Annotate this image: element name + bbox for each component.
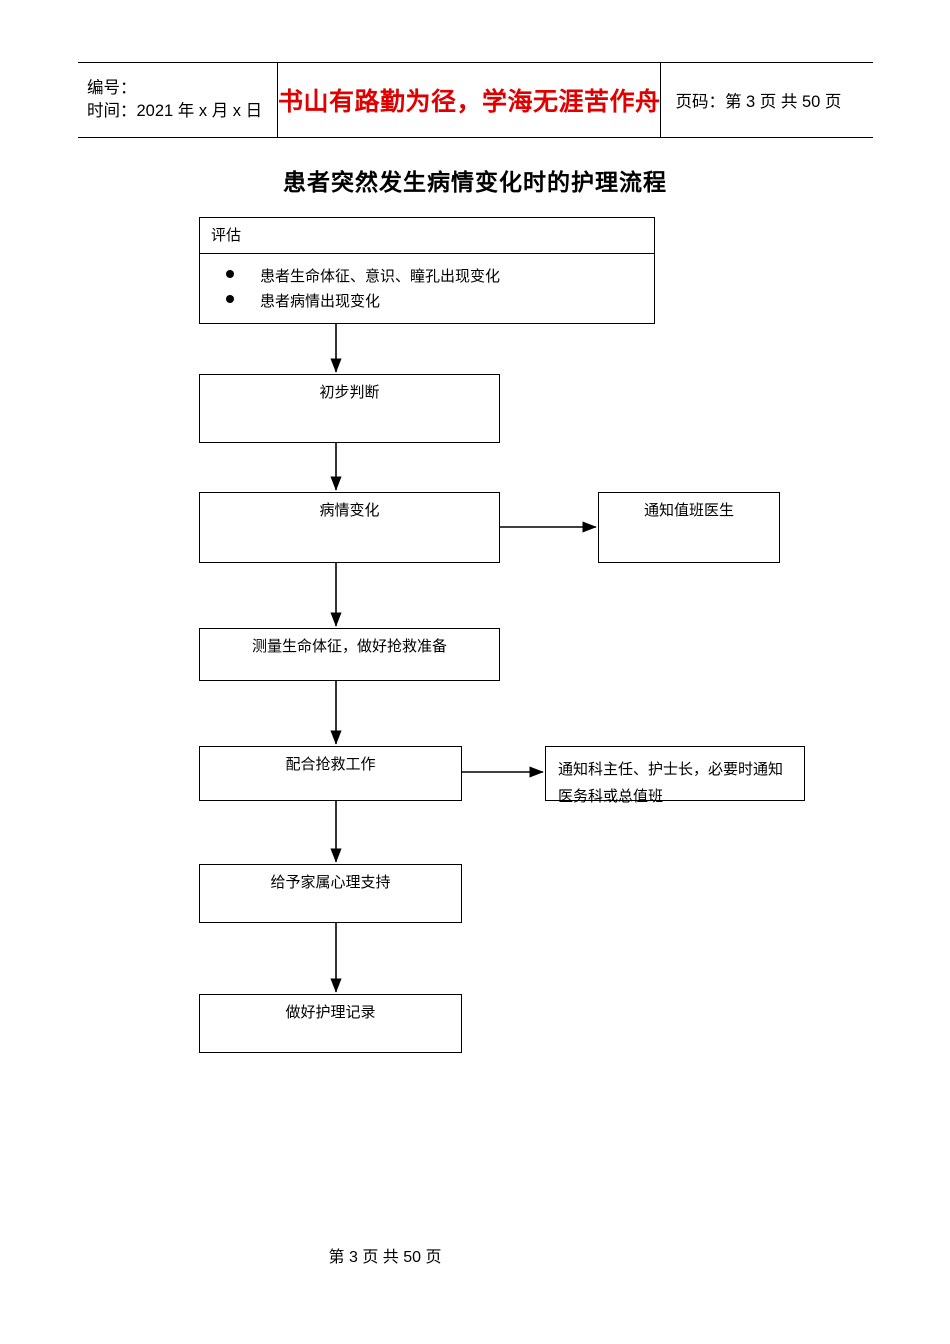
header-cell-pageinfo: 页码：第 3 页 共 50 页	[661, 63, 873, 137]
assessment-bullet-text: 患者生命体征、意识、瞳孔出现变化	[260, 268, 501, 285]
flow-box-assist-rescue[interactable]: 配合抢救工作	[199, 746, 462, 801]
flow-box-assessment[interactable]: 评估 患者生命体征、意识、瞳孔出现变化 患者病情出现变化	[199, 217, 655, 324]
assessment-bullet-text: 患者病情出现变化	[260, 293, 381, 310]
flow-box-label: 通知值班医生	[643, 502, 734, 519]
header-motto-text: 书山有路勤为径，学海无涯苦作舟	[277, 87, 661, 116]
bullet-dot-icon	[226, 295, 234, 303]
flow-box-label-line2: 医务科或总值班	[558, 788, 664, 805]
assessment-bullets: 患者生命体征、意识、瞳孔出现变化 患者病情出现变化	[200, 254, 654, 323]
header-time-label: 时间：2021 年 x 月 x 日	[87, 102, 263, 120]
flow-box-label: 给予家属心理支持	[270, 874, 391, 891]
header-cell-motto: 书山有路勤为径，学海无涯苦作舟	[278, 63, 662, 137]
flow-box-label-line1: 通知科主任、护士长，必要时通知	[558, 761, 784, 778]
flow-box-condition-change[interactable]: 病情变化	[199, 492, 500, 563]
flow-box-initial-judgement[interactable]: 初步判断	[199, 374, 500, 443]
page-header-table: 编号： 时间：2021 年 x 月 x 日 书山有路勤为径，学海无涯苦作舟 页码…	[78, 62, 873, 138]
page-footer: 第 3 页 共 50 页	[0, 1243, 950, 1267]
list-item: 患者病情出现变化	[226, 289, 654, 314]
header-cell-meta: 编号： 时间：2021 年 x 月 x 日	[78, 63, 278, 137]
flow-box-label: 初步判断	[319, 384, 380, 401]
flow-box-notify-director[interactable]: 通知科主任、护士长，必要时通知 医务科或总值班	[545, 746, 805, 805]
footer-page-text: 第 3 页 共 50 页	[328, 1249, 442, 1266]
flow-box-label: 做好护理记录	[285, 1004, 376, 1021]
flow-box-label: 病情变化	[319, 502, 380, 519]
flow-box-nursing-record[interactable]: 做好护理记录	[199, 994, 462, 1053]
list-item: 患者生命体征、意识、瞳孔出现变化	[226, 264, 654, 289]
flow-box-measure-vitals[interactable]: 测量生命体征，做好抢救准备	[199, 628, 500, 681]
flow-box-label: 测量生命体征，做好抢救准备	[251, 638, 447, 655]
header-number-label: 编号：	[87, 79, 137, 97]
flow-box-label: 配合抢救工作	[285, 756, 376, 773]
flow-box-notify-duty-doctor[interactable]: 通知值班医生	[598, 492, 780, 563]
flow-box-family-support[interactable]: 给予家属心理支持	[199, 864, 462, 923]
page-title: 患者突然发生病情变化时的护理流程	[283, 169, 667, 195]
assessment-heading: 评估	[200, 218, 654, 254]
header-page-info: 页码：第 3 页 共 50 页	[675, 93, 842, 111]
bullet-dot-icon	[226, 270, 234, 278]
